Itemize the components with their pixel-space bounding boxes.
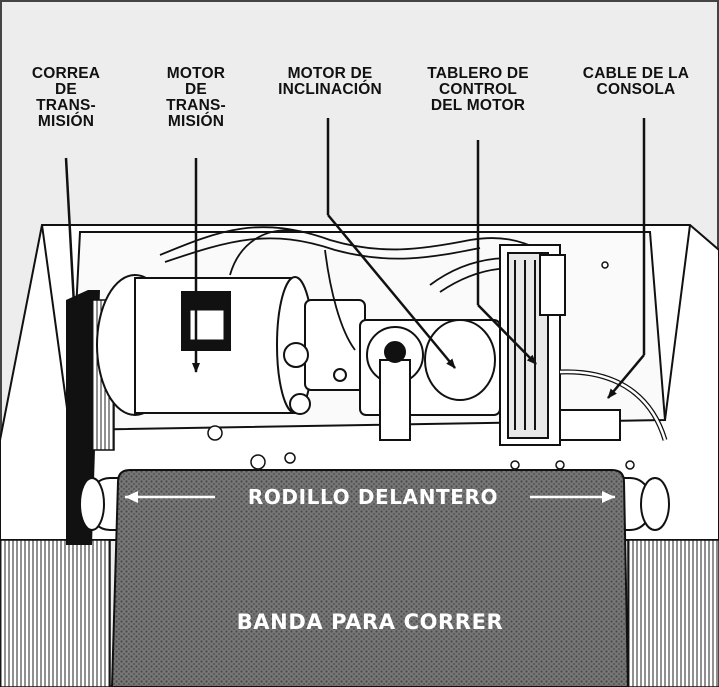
callout-line: TRANS- xyxy=(166,97,226,114)
front-roller-label: RODILLO DELANTERO xyxy=(247,485,499,509)
callout-motor-control-board: TABLERO DE CONTROL DEL MOTOR xyxy=(412,66,544,114)
callout-line: DE xyxy=(185,81,207,98)
callout-line: CABLE DE LA xyxy=(582,65,690,82)
callout-line: MOTOR xyxy=(166,65,226,82)
incline-motor xyxy=(359,319,501,441)
drive-motor: JOHNSON xyxy=(96,274,366,416)
roller-arrowhead-right xyxy=(602,491,615,503)
running-belt xyxy=(110,469,630,687)
callout-line: TABLERO DE xyxy=(427,65,529,82)
leader-incline-motor-b xyxy=(327,214,456,369)
right-side-rail xyxy=(627,539,719,687)
callout-line: CONTROL xyxy=(438,81,518,98)
motor-brand-label: JOHNSON xyxy=(190,301,220,307)
motor-control-board xyxy=(499,244,621,446)
callout-line: TRANS- xyxy=(36,97,96,114)
callout-line: MISIÓN xyxy=(37,113,95,130)
callout-console-cable: CABLE DE LA CONSOLA xyxy=(566,66,706,98)
callout-drive-motor: MOTOR DE TRANS- MISIÓN xyxy=(148,66,244,130)
callout-line: CONSOLA xyxy=(596,81,676,98)
callout-line: CORREA xyxy=(31,65,101,82)
callout-line: MOTOR DE xyxy=(287,65,373,82)
left-side-rail xyxy=(0,539,111,687)
callout-incline-motor: MOTOR DE INCLINACIÓN xyxy=(263,66,397,98)
running-belt-label: BANDA PARA CORRER xyxy=(236,610,504,634)
leader-cable-b xyxy=(607,354,645,399)
callout-line: DEL MOTOR xyxy=(430,97,526,114)
leader-board-b xyxy=(477,304,537,365)
callout-line: DE xyxy=(55,81,77,98)
leader-drive-belt xyxy=(64,157,82,379)
callout-line: INCLINACIÓN xyxy=(278,81,382,98)
callout-drive-belt: CORREA DE TRANS- MISIÓN xyxy=(18,66,114,130)
roller-arrowhead-left xyxy=(125,491,138,503)
callout-line: MISIÓN xyxy=(167,113,225,130)
bolts xyxy=(207,261,635,470)
